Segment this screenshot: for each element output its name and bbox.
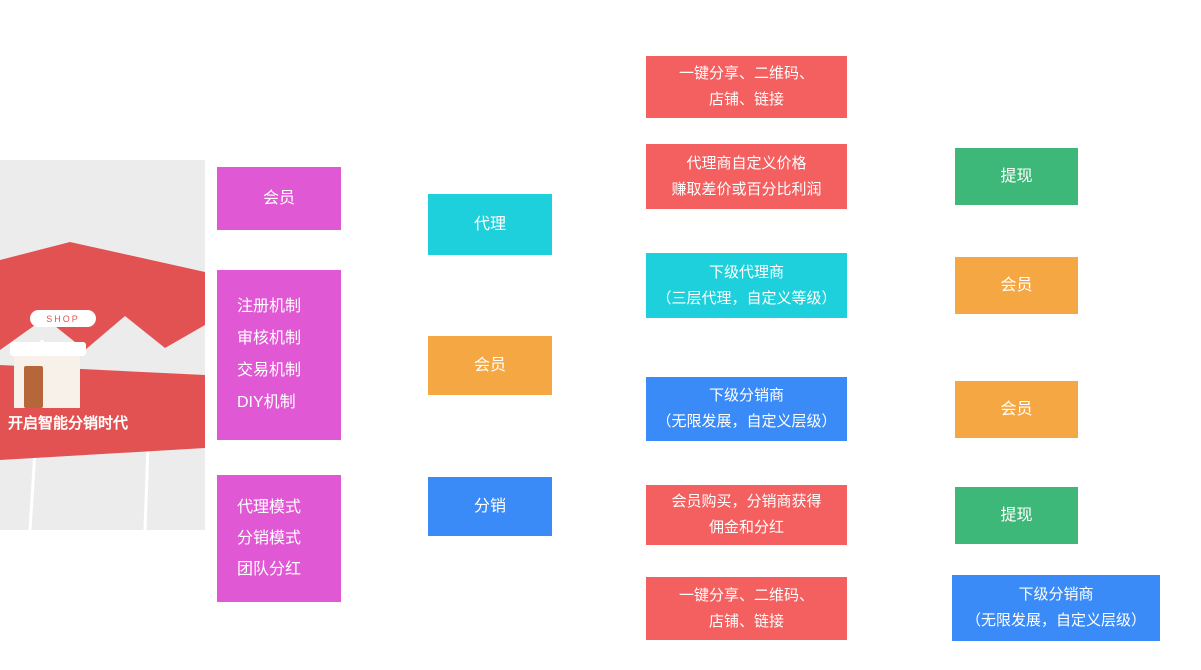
storefront-body bbox=[14, 356, 80, 408]
box-text-line: 分销模式 bbox=[237, 530, 302, 547]
box-text-line: （三层代理，自定义等级） bbox=[656, 289, 837, 307]
box-text-line: 一键分享、二维码、 bbox=[678, 65, 814, 82]
box-text-line: 下级分销商 bbox=[1018, 586, 1094, 603]
box-member-top: 会员 bbox=[217, 167, 341, 230]
shop-badge-pill bbox=[30, 310, 96, 327]
box-text-line: 代理模式 bbox=[237, 499, 302, 516]
storefront-awning bbox=[10, 342, 86, 356]
box-text-line: （无限发展，自定义层级） bbox=[656, 413, 837, 430]
box-member-right-1: 会员 bbox=[955, 257, 1078, 314]
box-text-line: 赚取差价或百分比利润 bbox=[671, 180, 822, 198]
box-text-line: 审核机制 bbox=[237, 330, 302, 347]
box-text-line: 店铺、链接 bbox=[708, 91, 784, 108]
shop-illustration: SHOP 开启智能分销时代 bbox=[0, 160, 205, 530]
box-sub-distributor: 下级分销商 （无限发展，自定义层级） bbox=[646, 377, 847, 441]
box-sub-agent: 下级代理商 （三层代理，自定义等级） bbox=[646, 253, 847, 318]
box-text-line: DIY机制 bbox=[237, 394, 296, 411]
box-member-mid: 会员 bbox=[428, 336, 552, 395]
box-withdraw-bottom: 提现 bbox=[955, 487, 1078, 544]
box-text-line: 佣金和分红 bbox=[708, 519, 784, 536]
box-text-line: 会员 bbox=[1000, 276, 1033, 294]
box-modes: 代理模式 分销模式 团队分红 bbox=[217, 475, 341, 602]
box-text-line: 会员购买，分销商获得 bbox=[671, 493, 822, 510]
box-text-line: 提现 bbox=[1000, 167, 1033, 185]
box-distribution: 分销 bbox=[428, 477, 552, 536]
shop-storefront bbox=[10, 342, 86, 408]
box-member-right-2: 会员 bbox=[955, 381, 1078, 438]
box-text-line: 下级分销商 bbox=[708, 387, 784, 404]
box-text-line: 会员 bbox=[262, 189, 295, 207]
box-text-line: （无限发展，自定义层级） bbox=[965, 612, 1146, 629]
box-mechanisms: 注册机制 审核机制 交易机制 DIY机制 bbox=[217, 270, 341, 440]
box-agent-price: 代理商自定义价格 赚取差价或百分比利润 bbox=[646, 144, 847, 209]
shop-badge-label: SHOP bbox=[46, 314, 80, 324]
storefront-door bbox=[24, 366, 43, 408]
box-text-line: 代理商自定义价格 bbox=[686, 154, 807, 172]
box-text-line: 店铺、链接 bbox=[708, 612, 784, 630]
box-member-buy: 会员购买，分销商获得 佣金和分红 bbox=[646, 485, 847, 545]
box-share-bottom: 一键分享、二维码、 店铺、链接 bbox=[646, 577, 847, 640]
box-share-top: 一键分享、二维码、 店铺、链接 bbox=[646, 56, 847, 118]
box-text-line: 下级代理商 bbox=[708, 263, 784, 281]
illustration-headline: 开启智能分销时代 bbox=[8, 414, 128, 432]
box-agent: 代理 bbox=[428, 194, 552, 255]
box-text-line: 会员 bbox=[473, 356, 506, 374]
box-text-line: 交易机制 bbox=[237, 362, 302, 379]
box-text-line: 代理 bbox=[473, 215, 506, 233]
box-text-line: 注册机制 bbox=[237, 298, 302, 315]
box-text-line: 会员 bbox=[1000, 400, 1033, 418]
box-withdraw-top: 提现 bbox=[955, 148, 1078, 205]
box-sub-distributor-right: 下级分销商 （无限发展，自定义层级） bbox=[952, 575, 1160, 641]
box-text-line: 分销 bbox=[473, 497, 506, 515]
box-text-line: 团队分红 bbox=[237, 561, 302, 578]
box-text-line: 提现 bbox=[1000, 506, 1033, 524]
box-text-line: 一键分享、二维码、 bbox=[678, 586, 814, 604]
